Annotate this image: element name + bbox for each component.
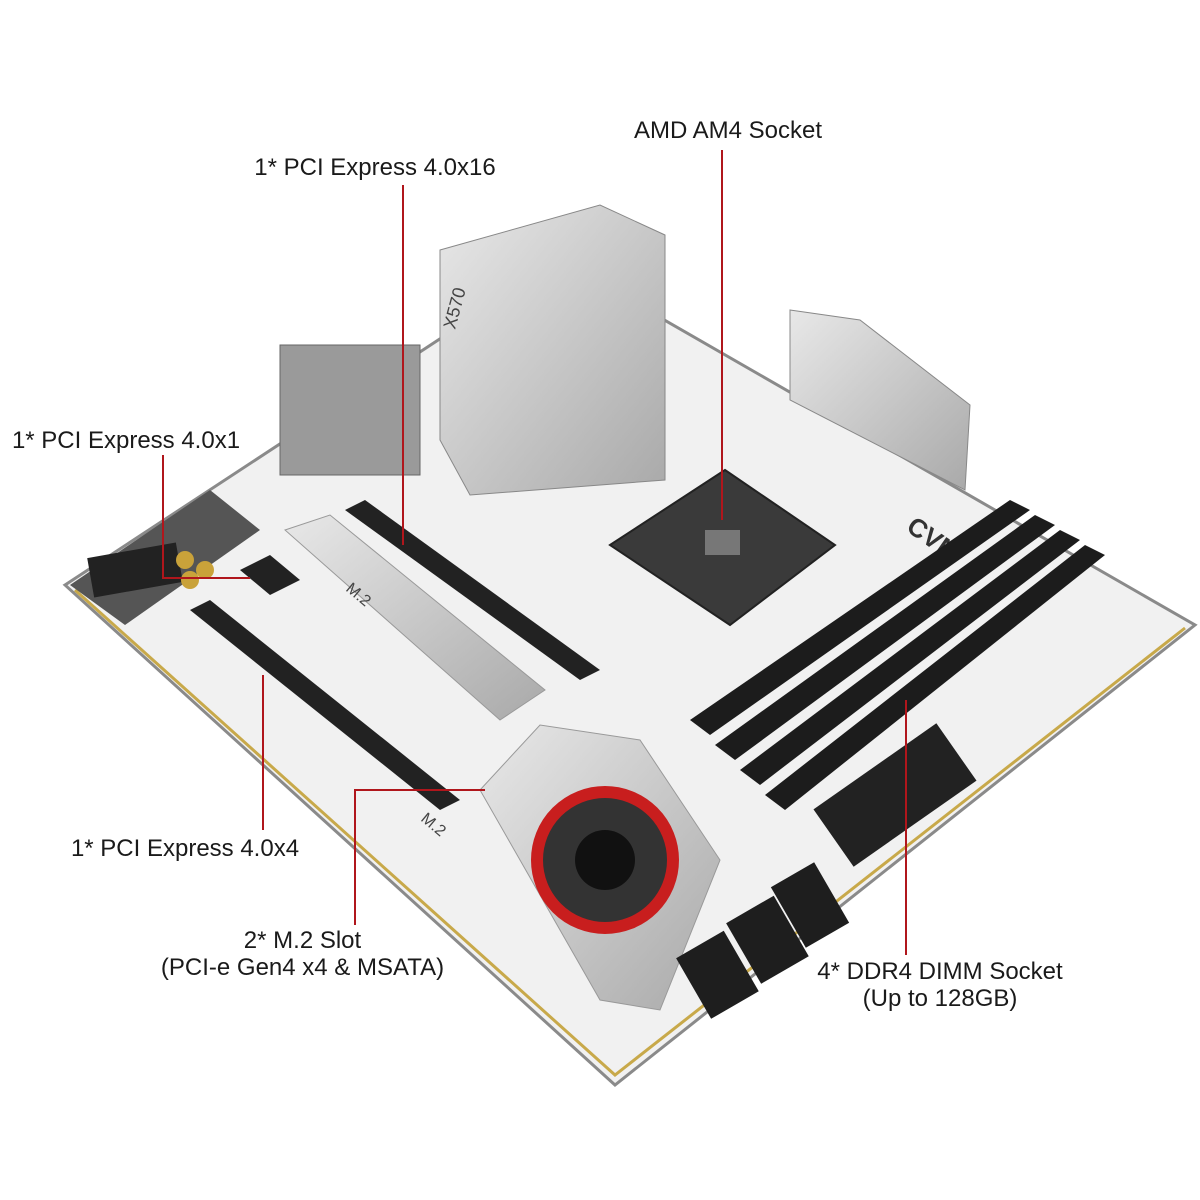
label-dimm-line2: (Up to 128GB) <box>862 985 1018 1012</box>
sata-ports <box>676 862 850 1019</box>
label-socket: AMD AM4 Socket <box>633 117 823 144</box>
atx-24pin <box>813 723 977 867</box>
capacitor <box>181 571 199 589</box>
m2-heatsink-upper <box>284 514 546 721</box>
label-pcie-x4: 1* PCI Express 4.0x4 <box>70 835 300 862</box>
socket-center <box>705 530 740 555</box>
label-m2-line1: 2* M.2 Slot <box>243 927 362 954</box>
pcie-x4-slot <box>190 600 460 810</box>
label-dimm-line1: 4* DDR4 DIMM Socket <box>817 958 1063 985</box>
audio-chip <box>87 542 183 598</box>
capacitor <box>196 561 214 579</box>
dimm-slots <box>690 500 1105 810</box>
label-pcie-x16: 1* PCI Express 4.0x16 <box>254 154 496 181</box>
label-m2-line2: (PCI-e Gen4 x4 & MSATA) <box>160 954 445 981</box>
callout-lines <box>162 150 907 955</box>
capacitor <box>176 551 194 569</box>
callout-pcie-x1 <box>162 455 250 579</box>
pcie-x16-slot <box>345 500 600 680</box>
callout-m2 <box>354 789 485 925</box>
io-ports <box>279 344 421 476</box>
pcie-x1-slot <box>240 555 300 595</box>
board-edge-trim <box>73 588 1186 1077</box>
label-pcie-x1: 1* PCI Express 4.0x1 <box>11 427 241 454</box>
chipset-fan-hub <box>575 830 635 890</box>
vrm-heatsink-left <box>439 204 666 496</box>
vrm-heatsink-right <box>789 309 971 491</box>
